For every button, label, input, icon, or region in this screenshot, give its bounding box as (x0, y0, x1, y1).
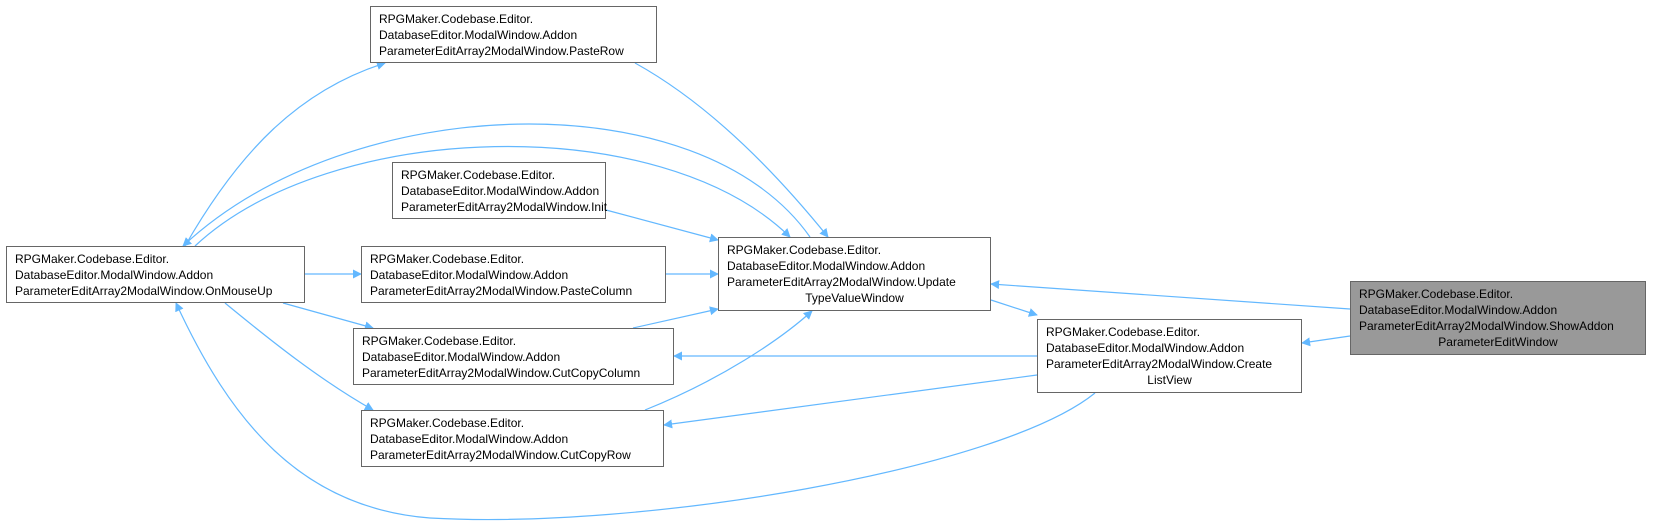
node-line: RPGMaker.Codebase.Editor. (362, 334, 517, 348)
node-line: ParameterEditArray2ModalWindow.Create (1046, 357, 1273, 371)
node-line: ParameterEditWindow (1438, 335, 1558, 349)
node-line: RPGMaker.Codebase.Editor. (379, 12, 534, 26)
edge-show-to-update (990, 280, 1351, 310)
node-line: ParameterEditArray2ModalWindow.CutCopyCo… (362, 366, 641, 380)
node-line: DatabaseEditor.ModalWindow.Addon (727, 259, 926, 273)
node-line: RPGMaker.Codebase.Editor. (1359, 287, 1514, 301)
edge-init-to-update (605, 209, 719, 243)
node-paste-row[interactable]: RPGMaker.Codebase.Editor. DatabaseEditor… (370, 6, 657, 63)
node-line: ListView (1147, 373, 1192, 387)
node-line: ParameterEditArray2ModalWindow.Update (727, 275, 956, 289)
edge-update-to-onmouseup-outer (182, 123, 811, 247)
node-line: DatabaseEditor.ModalWindow.Addon (370, 268, 569, 282)
node-line: RPGMaker.Codebase.Editor. (401, 168, 556, 182)
node-line: DatabaseEditor.ModalWindow.Addon (15, 268, 214, 282)
edge-pasterow-to-update (634, 62, 829, 238)
node-update-type-value-window[interactable]: RPGMaker.Codebase.Editor. DatabaseEditor… (718, 237, 991, 311)
edge-onmouseup-to-pasterow (184, 61, 386, 247)
node-init[interactable]: RPGMaker.Codebase.Editor. DatabaseEditor… (392, 162, 608, 219)
edge-onmouseup-to-cutcopyrow (224, 302, 374, 411)
node-show-addon-parameter-edit-window[interactable]: RPGMaker.Codebase.Editor. DatabaseEditor… (1350, 281, 1646, 355)
node-line: ParameterEditArray2ModalWindow.ShowAddon (1359, 319, 1614, 333)
node-line: DatabaseEditor.ModalWindow.Addon (362, 350, 561, 364)
node-on-mouse-up[interactable]: RPGMaker.Codebase.Editor. DatabaseEditor… (6, 246, 305, 303)
edge-update-to-createlistview (990, 299, 1038, 317)
node-cut-copy-row[interactable]: RPGMaker.Codebase.Editor. DatabaseEditor… (361, 410, 664, 467)
edge-onmouseup-to-cutcopycolumn (282, 302, 374, 331)
edge-cutcopyrow-to-update (644, 310, 813, 411)
node-create-list-view[interactable]: RPGMaker.Codebase.Editor. DatabaseEditor… (1037, 319, 1302, 393)
node-line: DatabaseEditor.ModalWindow.Addon (370, 432, 569, 446)
node-cut-copy-column[interactable]: RPGMaker.Codebase.Editor. DatabaseEditor… (353, 328, 674, 385)
node-line: ParameterEditArray2ModalWindow.OnMouseUp (15, 284, 273, 298)
node-line: DatabaseEditor.ModalWindow.Addon (1046, 341, 1245, 355)
edge-onmouseup-to-update-inner (194, 145, 791, 247)
node-line: RPGMaker.Codebase.Editor. (370, 252, 525, 266)
edge-show-to-createlistview (1301, 335, 1351, 347)
node-line: ParameterEditArray2ModalWindow.PasteColu… (370, 284, 633, 298)
node-line: RPGMaker.Codebase.Editor. (370, 416, 525, 430)
node-line: RPGMaker.Codebase.Editor. (727, 243, 882, 257)
node-paste-column[interactable]: RPGMaker.Codebase.Editor. DatabaseEditor… (361, 246, 666, 303)
node-line: TypeValueWindow (805, 291, 904, 305)
node-line: ParameterEditArray2ModalWindow.PasteRow (379, 44, 624, 58)
node-line: RPGMaker.Codebase.Editor. (15, 252, 170, 266)
node-line: DatabaseEditor.ModalWindow.Addon (401, 184, 600, 198)
node-line: ParameterEditArray2ModalWindow.CutCopyRo… (370, 448, 631, 462)
node-line: RPGMaker.Codebase.Editor. (1046, 325, 1201, 339)
edge-createlistview-to-cutcopyrow (663, 374, 1038, 429)
edge-createlistview-to-onmouseup (175, 302, 1096, 521)
edge-cutcopycolumn-to-update (632, 306, 719, 329)
node-line: DatabaseEditor.ModalWindow.Addon (1359, 303, 1558, 317)
node-line: DatabaseEditor.ModalWindow.Addon (379, 28, 578, 42)
node-line: ParameterEditArray2ModalWindow.Init (401, 200, 608, 214)
